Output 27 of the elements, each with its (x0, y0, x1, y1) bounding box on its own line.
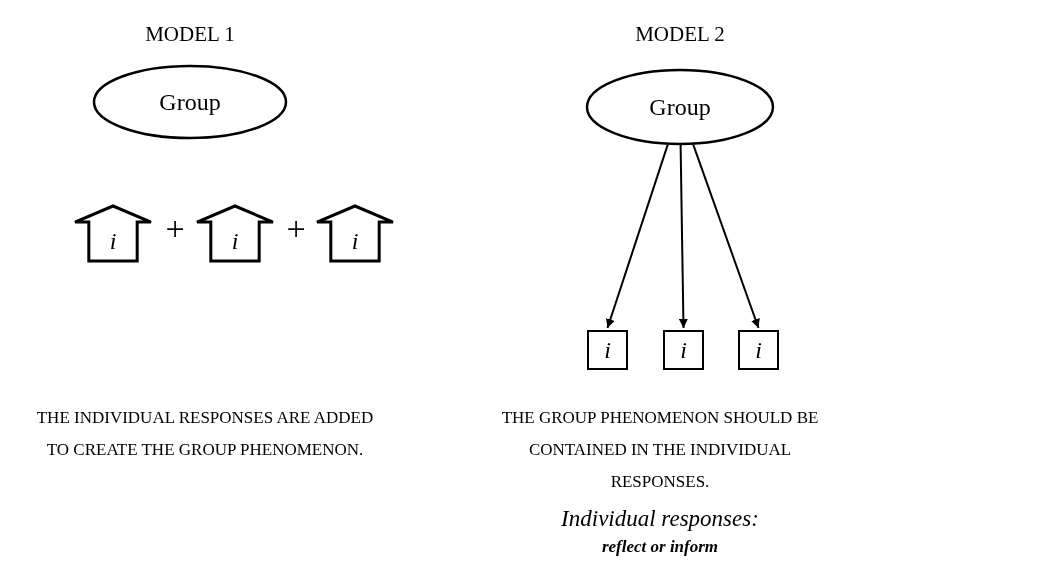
caption: THE INDIVIDUAL RESPONSES ARE ADDED TO CREATE THE GROUP PHENOMENON. (35, 407, 375, 461)
caption: THE GROUP PHENOMENON SHOULD BE CONTAINED IN THE INDIVIDUAL RESPONSES. (500, 407, 820, 493)
up-arrow-box (316, 205, 394, 262)
up-arrow-box (196, 205, 274, 262)
index-letter: i (231, 228, 239, 253)
node-label: Group (159, 90, 221, 114)
group-ellipse (586, 69, 774, 145)
plus-sign: + (164, 213, 186, 245)
response-box (587, 330, 628, 370)
index-letter: i (109, 228, 117, 253)
node-label: Group (649, 95, 711, 119)
up-arrow-box (74, 205, 152, 262)
index-letter: i (680, 338, 687, 362)
arrow (692, 143, 760, 329)
index-letter: i (755, 338, 762, 362)
model-title: MODEL 1 (144, 21, 236, 48)
response-box (663, 330, 704, 370)
response-box (738, 330, 779, 370)
arrow (606, 143, 669, 329)
plus-sign: + (285, 213, 307, 245)
note-text: reflect or inform (600, 536, 720, 558)
group-ellipse (93, 65, 287, 139)
note-text: Individual responses: (560, 505, 760, 533)
index-letter: i (604, 338, 611, 362)
arrow (678, 144, 688, 329)
index-letter: i (351, 228, 359, 253)
model-title: MODEL 2 (634, 21, 726, 48)
